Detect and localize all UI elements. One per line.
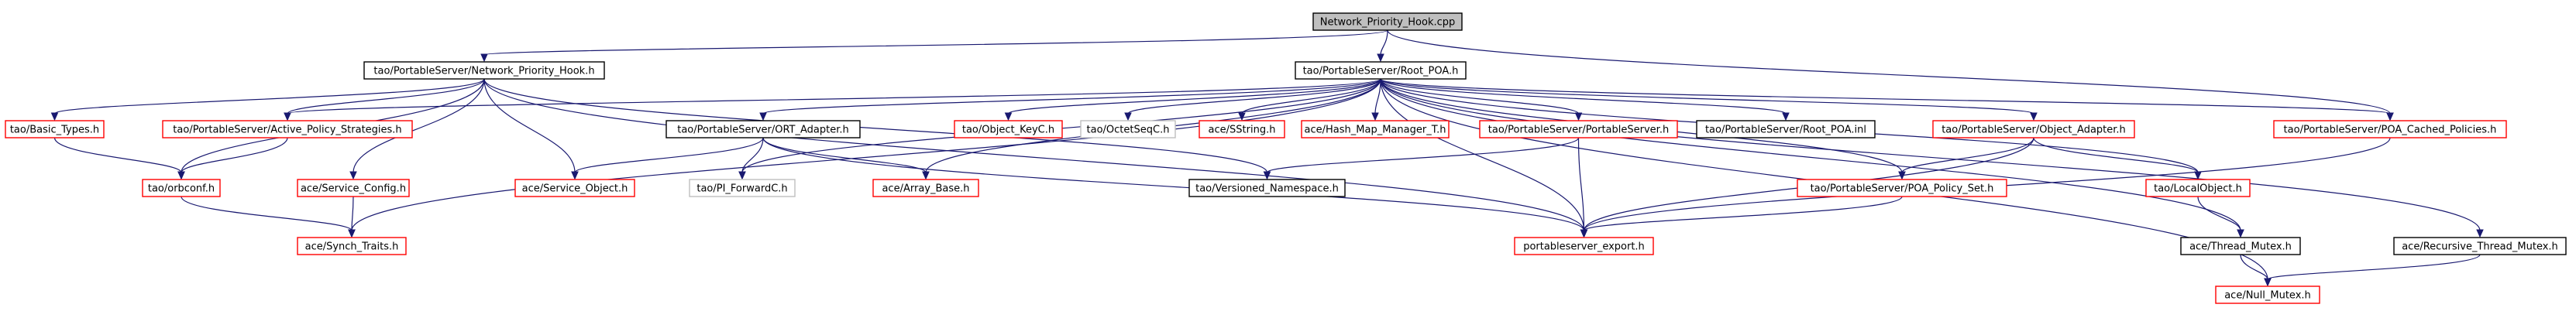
edge-root_poa_h-to-recursive_mutex [1380, 78, 2484, 238]
node-label: tao/PI_ForwardC.h [696, 183, 787, 195]
edge-nph_h-to-basic_types [50, 78, 485, 121]
edge-orbconf-to-synch_traits [181, 196, 356, 238]
node-label: tao/PortableServer/ORT_Adapter.h [677, 125, 849, 136]
edge-service_config-to-synch_traits [348, 196, 356, 238]
edge-recursive_mutex-to-null_mutex [2264, 254, 2481, 287]
node-label: portableserver_export.h [1523, 241, 1645, 253]
node-sstring[interactable]: ace/SString.h [1199, 120, 1285, 138]
edge-root_poa_h-to-sstring [1238, 78, 1381, 121]
node-portableserver-h[interactable]: tao/PortableServer/PortableServer.h [1479, 120, 1678, 138]
node-ps-export[interactable]: portableserver_export.h [1514, 237, 1654, 255]
node-poa-policy-set[interactable]: tao/PortableServer/POA_Policy_Set.h [1797, 179, 2007, 197]
node-label: tao/LocalObject.h [2154, 183, 2242, 195]
node-label: ace/SString.h [1209, 125, 1276, 136]
node-label: ace/Null_Mutex.h [2224, 290, 2311, 302]
edge-root_poa_h-to-root_poa_inl [1380, 78, 1790, 121]
node-label: tao/PortableServer/Object_Adapter.h [1941, 125, 2126, 136]
node-label: tao/PortableServer/Root_POA.inl [1705, 125, 1866, 136]
edge-nph_h-to-service_config [349, 78, 485, 180]
edge-root-to-nph_h [480, 29, 1388, 63]
edge-local_object-to-thread_mutex [2197, 196, 2244, 238]
node-versioned-ns[interactable]: tao/Versioned_Namespace.h [1188, 179, 1346, 197]
edge-root_poa_h-to-object_adapter [1380, 78, 2038, 121]
node-label: tao/PortableServer/POA_Cached_Policies.h [2284, 125, 2497, 136]
nodes-layer: Network_Priority_Hook.cpp tao/PortableSer… [5, 12, 2567, 304]
node-hash-map[interactable]: ace/Hash_Map_Manager_T.h [1301, 120, 1450, 138]
edge-root_poa_h-to-object_keyc [1004, 78, 1381, 121]
node-label: tao/PortableServer/Active_Policy_Strateg… [173, 125, 401, 136]
edge-root_poa_h-to-aps [284, 78, 1381, 121]
node-label: tao/orbconf.h [148, 183, 215, 195]
node-root[interactable]: Network_Priority_Hook.cpp [1312, 12, 1463, 31]
edge-portableserver_h-to-versioned_ns [1263, 137, 1580, 180]
edge-root_poa_h-to-ort_adapter [759, 78, 1381, 121]
node-object-keyc[interactable]: tao/Object_KeyC.h [954, 120, 1063, 138]
edge-root_poa_h-to-poa_cached [1380, 78, 2394, 121]
edge-poa_policy_set-to-ps_export [1580, 196, 1903, 238]
node-label: tao/Versioned_Namespace.h [1195, 183, 1339, 195]
node-poa-cached[interactable]: tao/PortableServer/POA_Cached_Policies.h [2273, 120, 2507, 138]
node-root-poa-inl[interactable]: tao/PortableServer/Root_POA.inl [1696, 120, 1876, 138]
node-thread-mutex[interactable]: ace/Thread_Mutex.h [2180, 237, 2301, 255]
edge-aps-to-orbconf [177, 137, 288, 180]
node-label: ace/Service_Object.h [522, 183, 628, 195]
node-service-object[interactable]: ace/Service_Object.h [514, 179, 635, 197]
node-label: ace/Service_Config.h [301, 183, 406, 195]
node-local-object[interactable]: tao/LocalObject.h [2145, 179, 2251, 197]
node-root-poa-h[interactable]: tao/PortableServer/Root_POA.h [1295, 61, 1467, 80]
edge-root_poa_h-to-octetseqc [1124, 78, 1381, 121]
edge-object_adapter-to-local_object [2033, 137, 2202, 180]
node-label: tao/Object_KeyC.h [962, 125, 1054, 136]
edge-root_poa_h-to-portableserver_h [1380, 78, 1583, 121]
node-nph-h[interactable]: tao/PortableServer/Network_Priority_Hook… [363, 61, 605, 80]
node-label: ace/Hash_Map_Manager_T.h [1305, 125, 1446, 136]
node-label: ace/Array_Base.h [882, 183, 969, 195]
node-service-config[interactable]: ace/Service_Config.h [297, 179, 410, 197]
edge-basic_types-to-orbconf [53, 137, 185, 180]
node-synch-traits[interactable]: ace/Synch_Traits.h [297, 237, 407, 255]
edge-root-to-root_poa_h [1377, 29, 1388, 63]
node-recursive-mutex[interactable]: ace/Recursive_Thread_Mutex.h [2393, 237, 2567, 255]
node-object-adapter[interactable]: tao/PortableServer/Object_Adapter.h [1932, 120, 2135, 138]
edge-nph_h-to-service_object [483, 78, 579, 180]
node-orbconf[interactable]: tao/orbconf.h [142, 179, 221, 197]
node-label: tao/PortableServer/Root_POA.h [1303, 66, 1459, 77]
node-octetseqc[interactable]: tao/OctetSeqC.h [1080, 120, 1176, 138]
node-null-mutex[interactable]: ace/Null_Mutex.h [2215, 286, 2320, 304]
node-label: ace/Thread_Mutex.h [2189, 241, 2292, 253]
node-basic-types[interactable]: tao/Basic_Types.h [5, 120, 105, 138]
node-pi-forwardc[interactable]: tao/PI_ForwardC.h [689, 179, 796, 197]
node-label: tao/PortableServer/Network_Priority_Hook… [373, 66, 594, 77]
edge-ort_adapter-to-pi_forwardc [738, 137, 764, 180]
node-label: ace/Synch_Traits.h [305, 241, 399, 253]
node-label: tao/PortableServer/PortableServer.h [1488, 125, 1669, 136]
node-label: tao/Basic_Types.h [10, 125, 99, 136]
edge-nph_h-to-aps [284, 78, 485, 121]
edge-ort_adapter-to-service_object [571, 137, 764, 180]
node-label: tao/OctetSeqC.h [1087, 125, 1170, 136]
node-aps[interactable]: tao/PortableServer/Active_Policy_Strateg… [162, 120, 413, 138]
node-ort-adapter[interactable]: tao/PortableServer/ORT_Adapter.h [665, 120, 861, 138]
node-label: Network_Priority_Hook.cpp [1320, 17, 1456, 29]
edge-ort_adapter-to-array_base [762, 137, 930, 180]
node-label: ace/Recursive_Thread_Mutex.h [2402, 241, 2558, 253]
node-array-base[interactable]: ace/Array_Base.h [872, 179, 979, 197]
node-label: tao/PortableServer/POA_Policy_Set.h [1811, 183, 1994, 195]
